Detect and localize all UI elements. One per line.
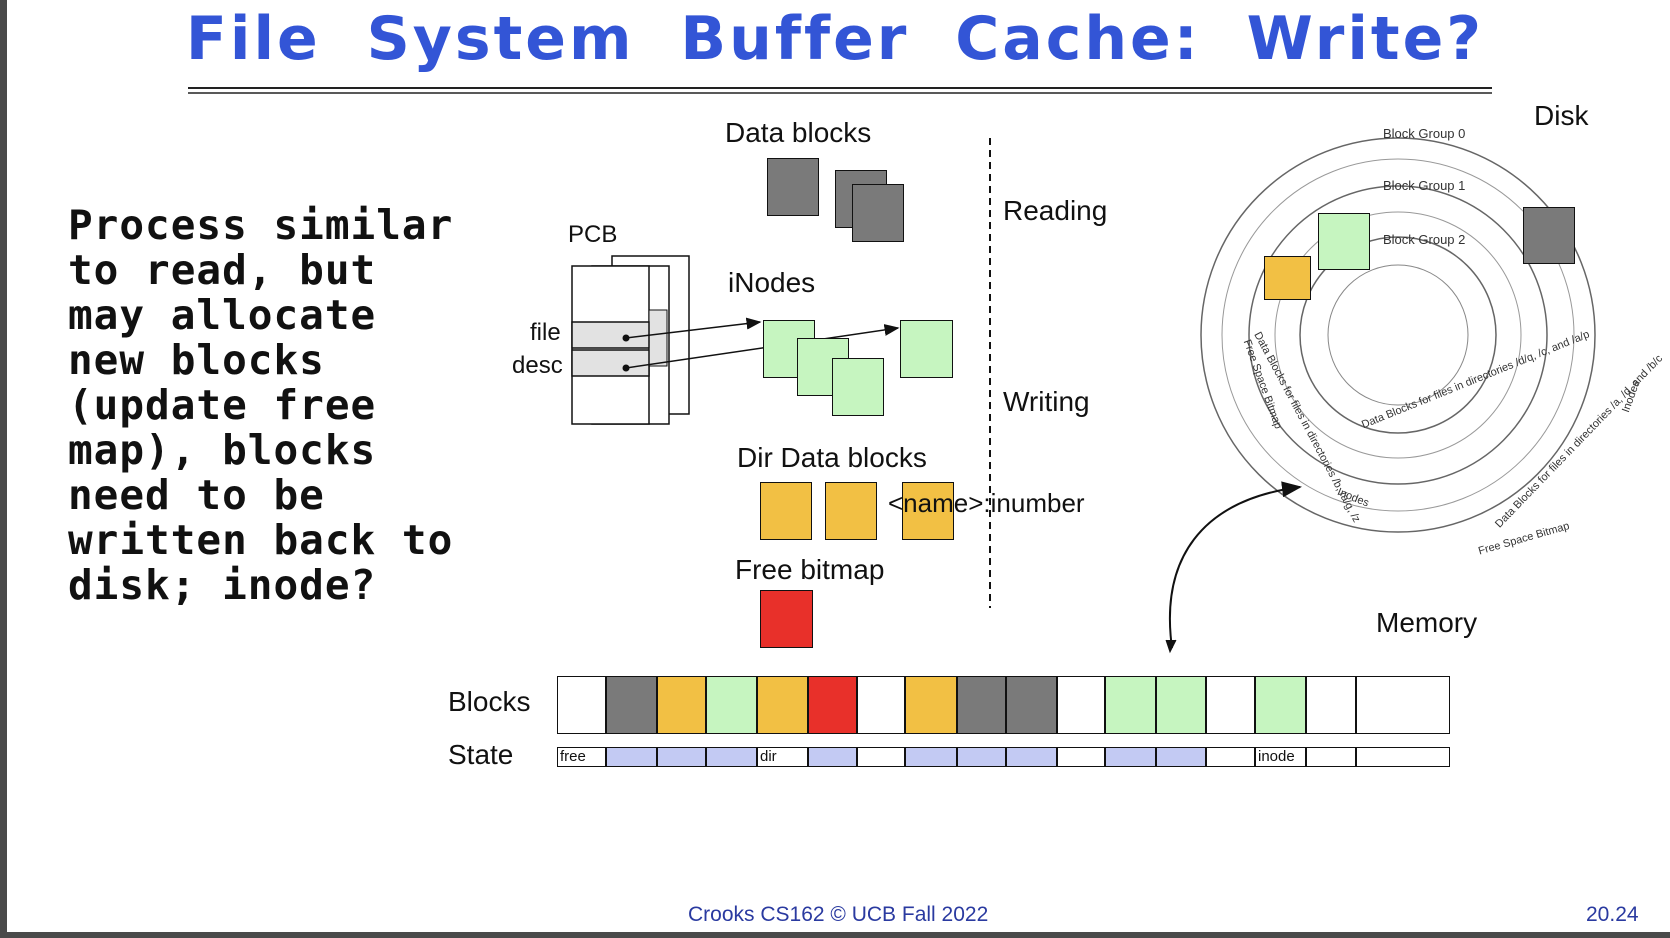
file-desc-row-1 xyxy=(571,321,650,349)
state-cell: free xyxy=(557,747,606,767)
body-line: to read, but xyxy=(68,246,377,294)
state-cell xyxy=(1006,747,1057,767)
block-group-2-label: Block Group 2 xyxy=(1383,232,1466,247)
state-cell xyxy=(1057,747,1105,767)
footer-slide-number: 20.24 xyxy=(1586,903,1639,926)
state-cell xyxy=(1105,747,1156,767)
memory-block-dir xyxy=(905,676,957,734)
state-cell xyxy=(905,747,957,767)
bitmap-block xyxy=(760,590,813,648)
inode-block xyxy=(832,358,884,416)
disk-memory-arrow xyxy=(1168,481,1302,649)
desc-label: desc xyxy=(512,352,563,379)
state-cell xyxy=(706,747,757,767)
state-cell-label: free xyxy=(560,748,586,765)
inode-block xyxy=(900,320,953,378)
memory-label: Memory xyxy=(1376,607,1478,638)
block-group-0-label: Block Group 0 xyxy=(1383,126,1466,141)
dir-block xyxy=(902,482,954,540)
inodes-label: iNodes xyxy=(728,267,816,298)
state-cell: inode xyxy=(1255,747,1306,767)
memory-block-empty xyxy=(1306,676,1356,734)
memory-block-empty xyxy=(1057,676,1105,734)
name-inumber-label: <name>:inumber xyxy=(888,488,1085,518)
body-line: map), blocks xyxy=(68,426,377,474)
file-label: file xyxy=(530,319,561,346)
memory-block-data xyxy=(1006,676,1057,734)
body-line: new blocks xyxy=(68,336,325,384)
state-cell-label: inode xyxy=(1258,748,1295,765)
pointer-arrow-2 xyxy=(625,324,900,369)
state-cell xyxy=(857,747,905,767)
body-text: Process similar to read, but may allocat… xyxy=(68,203,468,608)
disk-data-block xyxy=(1523,207,1575,264)
slide-title: File System Buffer Cache: Write? xyxy=(185,4,1485,74)
file-desc-row-2 xyxy=(571,349,650,377)
memory-block-data xyxy=(606,676,657,734)
disk-dir-block xyxy=(1264,256,1311,300)
state-cell xyxy=(1356,747,1450,767)
reading-label: Reading xyxy=(1003,195,1108,226)
pcb-shaded-strip xyxy=(648,309,668,367)
memory-block-data xyxy=(957,676,1006,734)
writing-label: Writing xyxy=(1003,386,1090,417)
state-row-label: State xyxy=(448,739,514,770)
dir-block xyxy=(825,482,877,540)
pcb-label: PCB xyxy=(568,221,618,248)
state-cell: dir xyxy=(757,747,808,767)
footer-course: Crooks CS162 © UCB Fall 2022 xyxy=(688,903,989,926)
state-cell xyxy=(1206,747,1255,767)
memory-block-dir xyxy=(657,676,706,734)
state-cell xyxy=(957,747,1006,767)
dir-block xyxy=(760,482,812,540)
body-line: written back to xyxy=(68,516,454,564)
data-block xyxy=(767,158,819,216)
memory-block-empty xyxy=(1356,676,1450,734)
body-line: disk; inode? xyxy=(68,561,377,609)
dir-data-blocks-label: Dir Data blocks xyxy=(737,442,927,473)
memory-block-inode xyxy=(1156,676,1206,734)
memory-block-empty xyxy=(857,676,905,734)
data-block xyxy=(852,184,904,242)
data-blocks-label: Data blocks xyxy=(725,117,872,148)
bottom-window-edge xyxy=(0,932,1670,938)
body-line: (update free xyxy=(68,381,377,429)
disk-label: Disk xyxy=(1534,100,1589,131)
memory-block-inode xyxy=(1105,676,1156,734)
body-line: need to be xyxy=(68,471,325,519)
body-line: may allocate xyxy=(68,291,377,339)
disk-memory-arrowhead xyxy=(1165,639,1177,654)
state-cell xyxy=(606,747,657,767)
blocks-row-label: Blocks xyxy=(448,686,531,717)
state-cell xyxy=(808,747,857,767)
memory-block-bitmap xyxy=(808,676,857,734)
state-cell xyxy=(1306,747,1356,767)
left-window-edge xyxy=(0,0,7,938)
state-cell-label: dir xyxy=(760,748,777,765)
body-line: Process similar xyxy=(68,201,454,249)
pointer-arrow-1 xyxy=(625,317,762,339)
memory-block-empty xyxy=(557,676,606,734)
disk-inode-block xyxy=(1318,213,1370,270)
memory-block-inode xyxy=(1255,676,1306,734)
block-group-1-label: Block Group 1 xyxy=(1383,178,1466,193)
memory-block-empty xyxy=(1206,676,1255,734)
state-cell xyxy=(657,747,706,767)
memory-block-inode xyxy=(706,676,757,734)
disk-platter xyxy=(1200,137,1596,533)
free-bitmap-label: Free bitmap xyxy=(735,554,885,585)
state-cell xyxy=(1156,747,1206,767)
memory-block-dir xyxy=(757,676,808,734)
